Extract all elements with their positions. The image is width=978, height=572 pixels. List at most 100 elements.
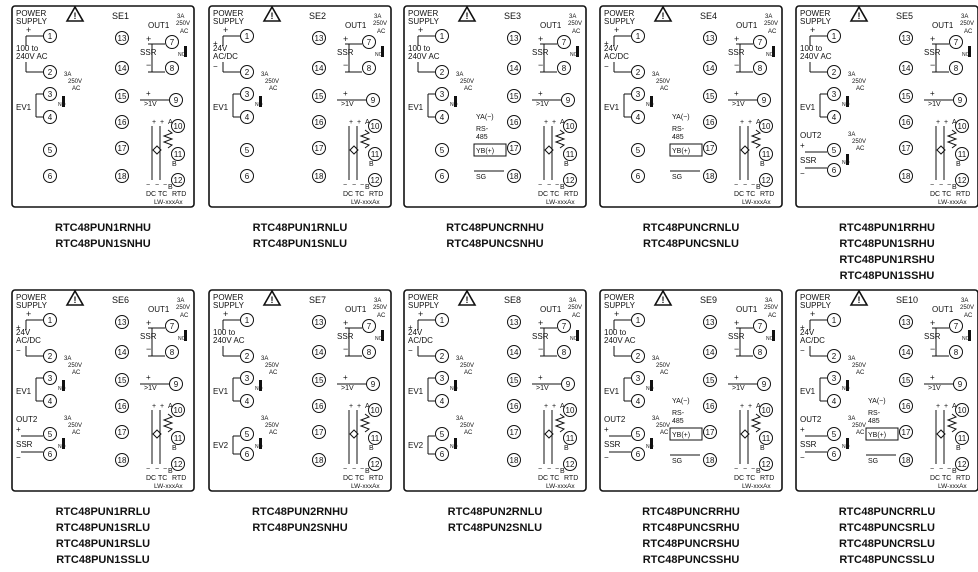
relay-contact-symbol: [846, 96, 849, 107]
relay-rating: 3A: [569, 14, 576, 20]
terminal-circle: [43, 349, 57, 363]
terminal-14: 14: [899, 61, 913, 75]
terminal-1: 1: [435, 313, 449, 327]
warning-mark: !: [662, 295, 665, 305]
supply-label: SUPPLY: [16, 301, 48, 310]
plus-sign: +: [734, 34, 739, 44]
terminal-number: 15: [510, 376, 519, 385]
terminal-circle: [759, 173, 773, 187]
minus-sign: −: [939, 466, 943, 473]
terminal-circle: [827, 313, 841, 327]
no-label: NO: [646, 386, 654, 392]
plus-sign: +: [734, 373, 739, 382]
terminal-circle: [312, 61, 326, 75]
terminal-14: 14: [703, 345, 717, 359]
terminal-number: 18: [315, 172, 324, 181]
terminal-circle: [557, 61, 571, 75]
terminal-number: 1: [48, 316, 53, 325]
rtd-resistor-symbol: [554, 413, 566, 433]
terminal-circle: [115, 31, 129, 45]
terminal-circle: [703, 373, 717, 387]
terminal-6: 6: [631, 447, 645, 461]
relay-contact-bar: [184, 46, 187, 57]
terminal-circle: [563, 173, 577, 187]
tc-label: TC: [158, 191, 167, 198]
dc-plus: +: [604, 39, 609, 48]
terminal-circle: [899, 373, 913, 387]
voltage-threshold-label: >1V: [341, 101, 354, 108]
terminal-11: 11: [563, 431, 577, 445]
terminal-13: 13: [899, 31, 913, 45]
plus-sign: +: [604, 425, 609, 434]
diagram-code: SE7: [309, 295, 326, 305]
supply-voltage-line1: 100 to: [213, 328, 236, 337]
rtd-a-label: A: [756, 403, 761, 410]
terminal-circle: [827, 349, 841, 363]
rtd-resistor-symbol: [946, 129, 958, 149]
terminal-circle: [171, 457, 185, 471]
terminal-circle: [115, 169, 129, 183]
terminal-number: 10: [566, 406, 575, 415]
terminal-6: 6: [631, 169, 645, 183]
plus-sign: +: [810, 309, 815, 319]
terminal-number: 11: [174, 434, 183, 443]
rtd-resistor-symbol: [554, 129, 566, 149]
terminal-number: 11: [762, 150, 771, 159]
terminal-number: 18: [510, 172, 519, 181]
rtd-label: RTD: [369, 191, 383, 198]
plus-sign: +: [16, 425, 21, 434]
warning-triangle: [653, 289, 673, 306]
terminal-number: 13: [315, 318, 324, 327]
terminal-3: 3: [240, 371, 254, 385]
minus-sign: −: [547, 182, 551, 189]
terminal-number: 5: [636, 430, 641, 439]
terminal-9: 9: [169, 93, 183, 107]
terminal-number: 18: [510, 456, 519, 465]
terminal-number: 16: [510, 118, 519, 127]
relay-rating: AC: [572, 29, 581, 35]
minus-sign: −: [751, 182, 755, 189]
terminal-circle: [899, 141, 913, 155]
terminal-circle: [43, 447, 57, 461]
terminal-circle: [435, 371, 449, 385]
terminal-9: 9: [561, 377, 575, 391]
terminal-9: 9: [953, 93, 967, 107]
terminal-circle: [759, 431, 773, 445]
relay-contact-bar: [454, 380, 457, 391]
terminal-number: 9: [958, 380, 963, 389]
plus-sign: +: [223, 25, 228, 35]
terminal-2: 2: [631, 65, 645, 79]
terminal-number: 2: [832, 352, 837, 361]
power-label: POWER: [604, 293, 634, 302]
warning-triangle: [457, 5, 477, 22]
tc-symbol: [349, 145, 359, 155]
terminal-4: 4: [827, 394, 841, 408]
terminal-circle: [43, 169, 57, 183]
terminal-circle: [240, 169, 254, 183]
ev1-label: EV1: [213, 103, 229, 112]
plus-sign: +: [930, 318, 935, 328]
terminal-number: 1: [440, 32, 445, 41]
ssr-label: SSR: [604, 440, 621, 449]
terminal-10: 10: [171, 119, 185, 133]
supply-voltage-line2: AC/DC: [800, 336, 825, 345]
terminal-number: 2: [636, 68, 641, 77]
comm-rs-label: RS-: [868, 410, 881, 417]
terminal-number: 5: [245, 146, 250, 155]
minus-sign: −: [939, 182, 943, 189]
terminal-8: 8: [362, 345, 376, 359]
relay-contact-bar: [454, 96, 457, 107]
relay-contact-symbol: [968, 46, 971, 57]
terminal-number: 11: [958, 434, 967, 443]
terminal-11: 11: [171, 147, 185, 161]
plus-sign: +: [810, 25, 815, 35]
ssr-label: SSR: [337, 48, 354, 57]
relay-rating: 250V: [764, 305, 778, 311]
model-number: RTC48PUNCSNLU: [643, 238, 739, 250]
ev1-label: EV1: [604, 103, 620, 112]
relay-contact-bar: [62, 380, 65, 391]
out1-label: OUT1: [932, 21, 954, 30]
terminal-number: 3: [636, 90, 641, 99]
